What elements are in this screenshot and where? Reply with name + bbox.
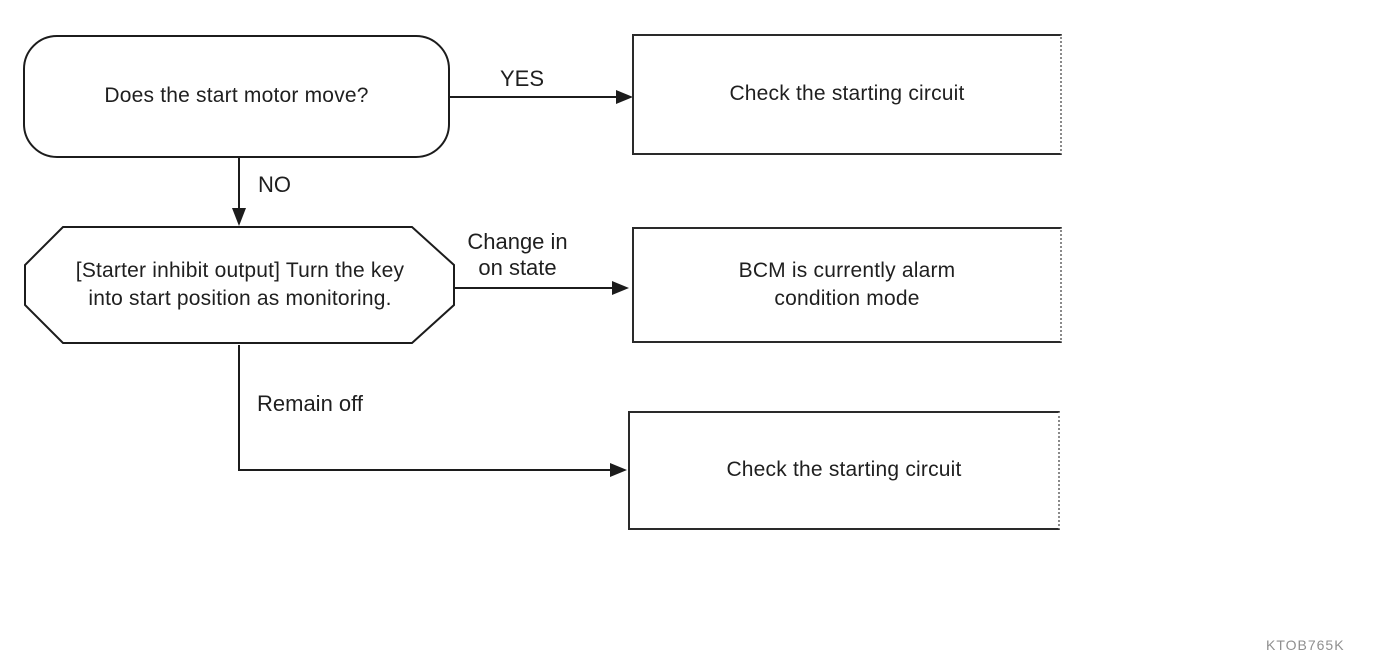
node-bcm-alarm-line2: condition mode xyxy=(774,287,920,310)
node-start-question: Does the start motor move? xyxy=(23,35,450,158)
node-bcm-alarm-line1: BCM is currently alarm xyxy=(738,258,956,282)
edge-label-change-line2: on state xyxy=(478,255,557,281)
edge-label-no: NO xyxy=(258,172,291,197)
node-check-circuit-top-label: Check the starting circuit xyxy=(729,82,965,106)
remain-arrow-head xyxy=(610,463,627,477)
node-check-circuit-bottom-label: Check the starting circuit xyxy=(726,458,962,482)
edge-label-yes: YES xyxy=(500,66,545,91)
yes-arrow-head xyxy=(616,90,633,104)
edge-label-change-in-on-state: Change in on state xyxy=(455,229,580,282)
change-arrow-head xyxy=(612,281,629,295)
figure-code: KTOB765K xyxy=(1266,637,1345,653)
node-start-question-label: Does the start motor move? xyxy=(104,84,369,108)
node-starter-inhibit-line1: [Starter inhibit output] Turn the key xyxy=(75,258,405,282)
remain-arrow-line xyxy=(238,345,612,471)
node-check-circuit-bottom: Check the starting circuit xyxy=(628,411,1060,530)
node-check-circuit-top: Check the starting circuit xyxy=(632,34,1062,155)
edge-label-change-line1: Change in xyxy=(467,229,568,254)
edge-label-remain-off: Remain off xyxy=(257,391,363,416)
octagon-outline xyxy=(24,226,455,344)
node-bcm-alarm: BCM is currently alarm condition mode xyxy=(632,227,1062,343)
node-starter-inhibit: [Starter inhibit output] Turn the key in… xyxy=(35,240,445,330)
node-starter-inhibit-line2: into start position as monitoring. xyxy=(88,287,392,310)
no-arrow-head xyxy=(232,208,246,226)
